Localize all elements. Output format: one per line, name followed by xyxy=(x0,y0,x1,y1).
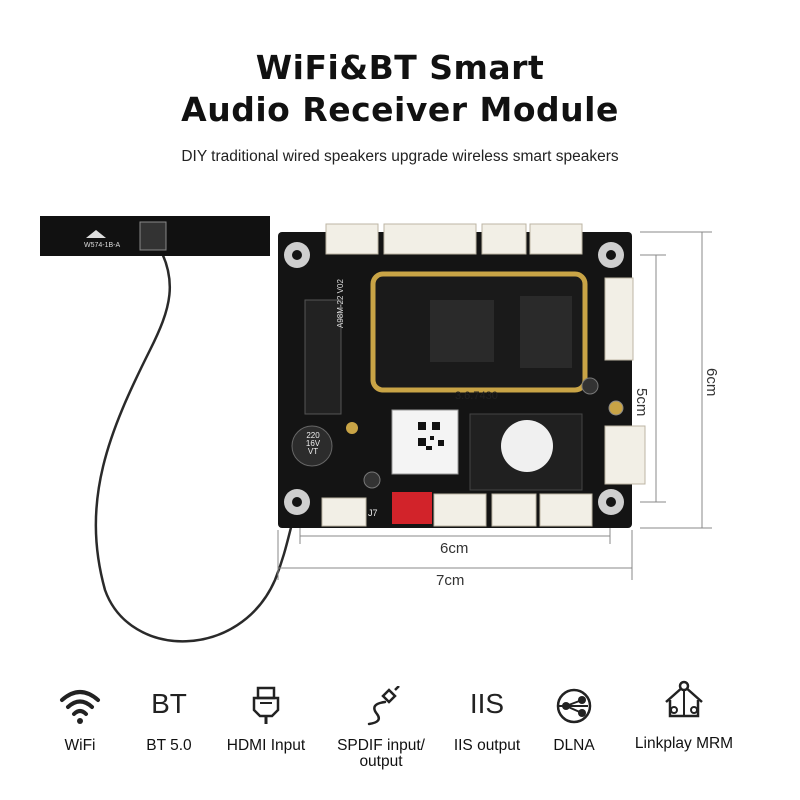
dlna-icon xyxy=(556,688,592,724)
page-title-line-1: WiFi&BT Smart xyxy=(255,48,545,87)
feature-spdif: SPDIF input/ output xyxy=(318,680,444,790)
hdmi-icon xyxy=(252,686,280,724)
firmware-sticker: 3.6.7430 xyxy=(455,390,498,402)
ufl-connector xyxy=(346,422,358,434)
top-connectors xyxy=(325,223,583,255)
feature-bt: BT BT 5.0 xyxy=(124,680,214,790)
pcb-model-marking: A98M-22 V02 xyxy=(336,279,345,328)
feature-label: HDMI Input xyxy=(226,737,306,754)
dimension-lines xyxy=(277,231,712,580)
feature-label: WiFi xyxy=(64,737,96,754)
feature-hdmi: HDMI Input xyxy=(214,680,318,790)
dimension-outer-height: 6cm xyxy=(703,368,720,397)
antenna-cable xyxy=(94,239,316,643)
module-photo-graphic xyxy=(40,216,712,643)
electrolytic-capacitor xyxy=(291,425,333,467)
feature-label: Linkplay MRM xyxy=(634,735,734,752)
antenna-logo-icon xyxy=(86,230,106,238)
capacitor-marking: 220 16V VT xyxy=(305,431,321,456)
feature-label: SPDIF input/ output xyxy=(337,737,425,770)
bottom-connectors xyxy=(321,493,593,527)
page-subtitle: DIY traditional wired speakers upgrade w… xyxy=(181,148,619,165)
network-home-icon xyxy=(665,680,703,718)
dimension-outer-width: 7cm xyxy=(436,572,465,589)
processor-chip xyxy=(430,300,494,362)
bt-text-icon: BT xyxy=(151,688,187,719)
reset-button xyxy=(608,400,624,416)
screw xyxy=(363,471,381,489)
screw xyxy=(581,377,599,395)
feature-dlna: DLNA xyxy=(534,680,614,790)
iis-text-icon: IIS xyxy=(469,688,505,719)
m2-slot xyxy=(304,299,342,415)
feature-row: WiFi BT BT 5.0 HDMI Input SPDIF input/ o… xyxy=(0,680,800,790)
memory-chip xyxy=(520,296,572,368)
right-connectors xyxy=(604,277,646,485)
feature-wifi: WiFi xyxy=(40,680,120,790)
red-speaker-connector xyxy=(392,492,432,524)
dimension-inner-width: 6cm xyxy=(440,540,469,557)
feature-label: DLNA xyxy=(553,737,595,754)
feature-label: IIS output xyxy=(453,737,521,754)
connector-label: J7 xyxy=(368,508,378,518)
dimension-inner-height: 5cm xyxy=(633,388,650,417)
optical-cable-icon xyxy=(367,686,400,726)
feature-iis: IIS IIS output xyxy=(444,680,530,790)
product-illustration: W574-1B-A A98M-22 V02 3.6.7430 220 16V V… xyxy=(0,200,800,660)
feature-linkplay-mrm: Linkplay MRM xyxy=(614,680,754,790)
page-title-line-2: Audio Receiver Module xyxy=(181,90,619,129)
antenna-connector xyxy=(139,221,167,251)
antenna-marking: W574-1B-A xyxy=(84,242,121,249)
feature-label: BT 5.0 xyxy=(146,737,192,754)
qr-code xyxy=(418,422,444,450)
dsp-sticker xyxy=(501,420,553,472)
wifi-icon xyxy=(60,690,100,724)
